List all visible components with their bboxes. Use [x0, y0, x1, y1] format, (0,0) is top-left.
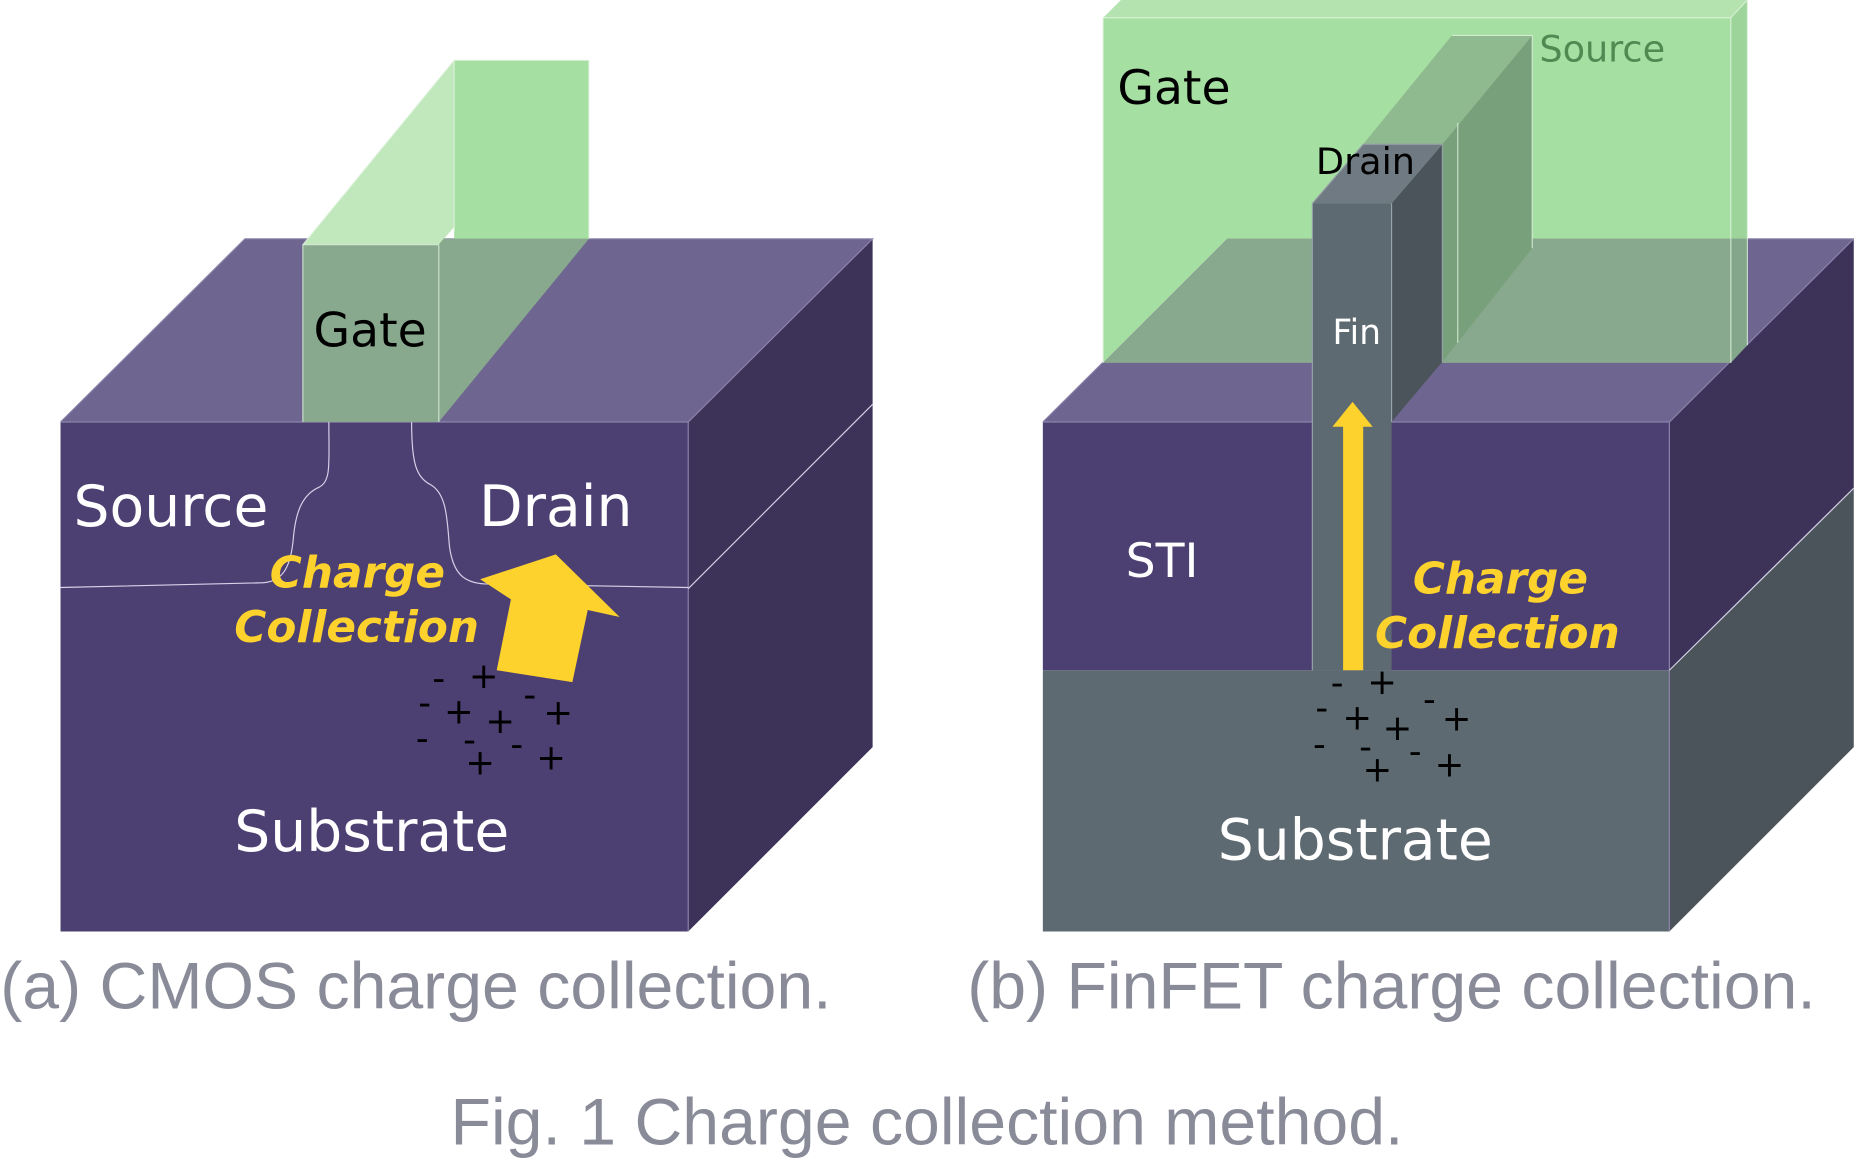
negative-charge: -	[1315, 688, 1328, 729]
finfet-gate-side-face-upper	[1730, 0, 1748, 239]
negative-charge: -	[418, 683, 431, 724]
finfet-gate-side-face-lower	[1730, 238, 1748, 363]
positive-charge: +	[536, 738, 566, 779]
cmos-gate-back-face	[454, 60, 589, 239]
finfet-fin-edges	[1311, 143, 1443, 671]
negative-charge: -	[523, 675, 536, 716]
finfet-electron-hole-pairs: - + - + + - + - - + - +	[1313, 662, 1471, 790]
negative-charge: -	[1409, 732, 1422, 773]
positive-charge: +	[444, 691, 474, 732]
cmos-source-label: Source	[74, 474, 269, 540]
cmos-charge-collection-arrow	[480, 554, 620, 683]
finfet-fin-top-face	[1312, 144, 1443, 204]
finfet-charge-collection-arrow	[1332, 401, 1373, 671]
finfet-gate-top-edge	[1730, 0, 1748, 19]
positive-charge: +	[1435, 745, 1465, 786]
finfet-arrow-head	[1332, 401, 1373, 427]
positive-charge: +	[1383, 708, 1413, 749]
panel-b-caption: (b) FinFET charge collection.	[967, 949, 1816, 1023]
finfet-substrate-side-face	[1669, 488, 1854, 932]
cmos-drain-junction-line	[411, 422, 689, 589]
finfet-source-label: Source	[1539, 27, 1665, 70]
positive-charge: +	[485, 701, 515, 742]
finfet-charge-collection-label-line1: Charge	[1413, 553, 1588, 604]
negative-charge: -	[432, 658, 445, 699]
finfet-charge-collection-label-line2: Collection	[1375, 608, 1620, 659]
cmos-block-front-face	[60, 422, 689, 932]
negative-charge: -	[463, 720, 476, 761]
finfet-gate-top-face	[1103, 0, 1748, 18]
finfet-sti-side-face	[1669, 238, 1854, 671]
cmos-drain-label: Drain	[479, 474, 633, 540]
finfet-drain-label: Drain	[1316, 140, 1415, 183]
figure-caption: Fig. 1 Charge collection method.	[451, 1085, 1404, 1159]
positive-charge: +	[543, 693, 573, 734]
panel-b-finfet: Gate Source Drain Fin STI Substrate Char…	[967, 0, 1854, 1023]
cmos-gate-front-face	[302, 244, 439, 423]
negative-charge: -	[1331, 663, 1344, 704]
finfet-fin-top-back	[1363, 35, 1533, 145]
positive-charge: +	[1367, 662, 1397, 703]
negative-charge: -	[1313, 725, 1326, 766]
finfet-gate-edges	[1102, 17, 1732, 363]
cmos-charge-collection-label-line2: Collection	[234, 602, 479, 653]
cmos-source-junction-line	[60, 422, 330, 589]
cmos-substrate-label: Substrate	[234, 799, 509, 865]
cmos-block-edges	[60, 238, 875, 423]
finfet-fin-label: Fin	[1332, 313, 1380, 353]
finfet-sti-label: STI	[1126, 534, 1199, 589]
finfet-gate-label: Gate	[1117, 61, 1230, 116]
finfet-fin-side-back	[1442, 35, 1533, 362]
cmos-gate-label: Gate	[313, 303, 426, 358]
negative-charge: -	[416, 719, 429, 760]
positive-charge: +	[465, 742, 495, 783]
negative-charge: -	[1359, 727, 1372, 768]
cmos-electron-hole-pairs: - + - + + - + - - + - +	[416, 656, 573, 783]
panel-a-caption: (a) CMOS charge collection.	[0, 949, 831, 1023]
negative-charge: -	[1423, 680, 1436, 721]
finfet-sti-substrate-side-edge	[1668, 487, 1854, 671]
positive-charge: +	[1342, 697, 1372, 738]
positive-charge: +	[1442, 699, 1472, 740]
cmos-gate-side-face	[438, 238, 589, 423]
finfet-substrate-label: Substrate	[1218, 807, 1493, 873]
negative-charge: -	[510, 725, 523, 766]
positive-charge: +	[1363, 749, 1393, 790]
finfet-fin-side-face	[1391, 144, 1443, 423]
finfet-substrate-front-face	[1042, 670, 1670, 932]
cmos-junction-side-line	[687, 403, 874, 590]
panel-a-cmos: Gate Source Drain Substrate Charge Colle…	[0, 59, 875, 1023]
cmos-charge-collection-label-line1: Charge	[270, 548, 445, 599]
finfet-arrow-shaft	[1343, 423, 1364, 671]
positive-charge: +	[469, 656, 499, 697]
cmos-block-side-face	[688, 238, 873, 932]
